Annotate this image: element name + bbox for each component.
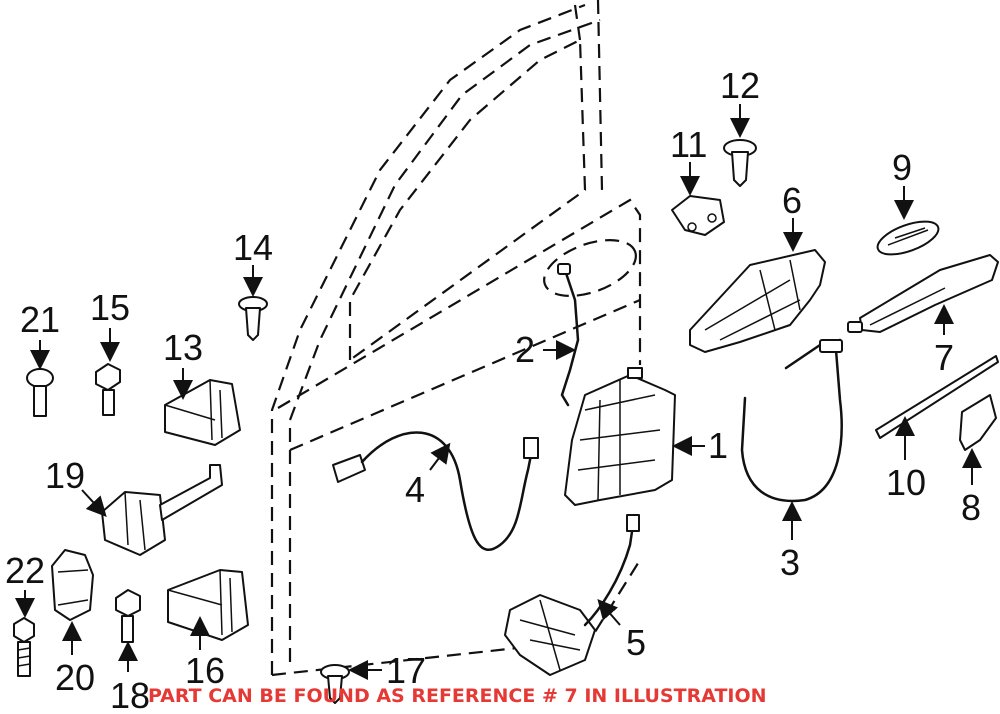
- door-outline: [270, 0, 642, 677]
- callout-11: 11: [670, 124, 707, 165]
- lower-hinge: [167, 569, 249, 641]
- bolt-21: [26, 368, 54, 417]
- outside-handle-cable: [740, 338, 843, 503]
- clip-12: [723, 139, 757, 187]
- callout-6: 6: [782, 180, 802, 221]
- callout-16: 16: [185, 650, 225, 691]
- door-striker: [671, 195, 725, 236]
- callout-2: 2: [515, 329, 535, 370]
- door-check-strap: [101, 464, 223, 556]
- plug-17: [320, 664, 350, 704]
- callout-9: 9: [892, 147, 912, 188]
- reference-note: PART CAN BE FOUND AS REFERENCE # 7 IN IL…: [148, 685, 767, 707]
- bolt-18: [115, 589, 141, 643]
- callout-20: 20: [55, 657, 95, 698]
- callout-12: 12: [720, 65, 760, 106]
- callout-5: 5: [626, 622, 646, 663]
- latch-motor-assembly: [504, 514, 640, 676]
- callout-10: 10: [886, 462, 926, 503]
- callout-15: 15: [90, 287, 130, 328]
- callout-7: 7: [934, 337, 954, 378]
- inner-release-cable: [332, 431, 539, 551]
- end-cover: [959, 394, 997, 451]
- door-lock-actuator: [564, 367, 676, 506]
- callout-14: 14: [233, 227, 273, 268]
- handle-cap: [876, 220, 940, 256]
- handle-carrier: [689, 249, 826, 353]
- callout-4: 4: [405, 469, 425, 510]
- door-bumper: [51, 549, 94, 621]
- callout-8: 8: [961, 487, 981, 528]
- upper-hinge: [164, 379, 241, 446]
- callout-19: 19: [45, 455, 85, 496]
- callout-21: 21: [20, 299, 60, 340]
- bolt-22: [13, 617, 35, 677]
- callout-17: 17: [386, 650, 426, 691]
- callout-3: 3: [780, 542, 800, 583]
- clip-14: [238, 296, 268, 341]
- callout-1: 1: [708, 425, 728, 466]
- callout-18: 18: [110, 675, 150, 714]
- leader-arrows: [15, 104, 982, 680]
- outside-door-handle: [847, 254, 999, 333]
- callout-22: 22: [5, 550, 45, 591]
- hex-bolt-15: [95, 363, 121, 416]
- callout-13: 13: [163, 327, 203, 368]
